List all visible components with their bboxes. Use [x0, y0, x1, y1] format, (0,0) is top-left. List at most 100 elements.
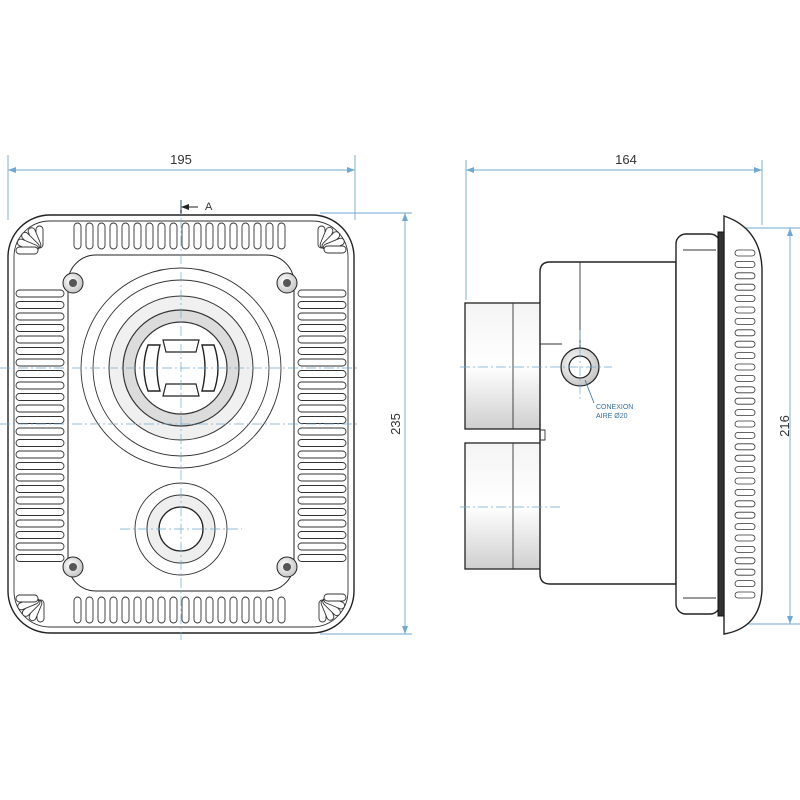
grille-slot [297, 312, 347, 321]
grille-slot [297, 450, 347, 459]
grille-slot [15, 427, 65, 436]
grille-slot [277, 596, 286, 624]
grille-slot [15, 439, 65, 447]
upper-pipe [464, 302, 544, 430]
grille-slot [297, 301, 347, 309]
grille-slot [297, 347, 347, 355]
depth-label: 164 [615, 152, 637, 167]
grille-slot [121, 596, 130, 624]
grille-slot [73, 596, 82, 624]
side-grille-slot [734, 431, 756, 439]
side-grille-slot [734, 249, 756, 257]
grille-slot [297, 485, 347, 493]
grille-slot [297, 542, 347, 551]
grille-slot [121, 222, 130, 250]
side-grille-slot [734, 352, 756, 360]
flange-label: 216 [777, 415, 792, 437]
grille-slot [323, 593, 347, 602]
section-label: A [205, 201, 213, 213]
grille-slot [157, 222, 166, 250]
side-grille-slot [734, 386, 756, 394]
side-grille-slot [734, 420, 756, 428]
side-grille-slot [734, 317, 756, 325]
grille-slot [15, 554, 65, 562]
front-center-lines [0, 200, 360, 640]
grille-slot [297, 358, 347, 367]
grille-slot [297, 416, 347, 424]
grille-slot [241, 222, 250, 250]
grille-slot [205, 222, 214, 250]
grille-slot [15, 358, 65, 367]
front-housing [675, 233, 721, 615]
grille-slot [297, 519, 347, 528]
grille-slot [15, 393, 65, 401]
grille-slot [193, 222, 202, 250]
grille-slot [15, 381, 65, 390]
side-grille-slot [734, 580, 756, 587]
side-center-lines [460, 330, 612, 508]
side-grille-slot [734, 488, 756, 496]
pipes [464, 302, 544, 570]
side-grille-slots [734, 249, 756, 599]
side-grille-slot [734, 340, 756, 348]
grille-slot [229, 222, 238, 250]
grille-slot [15, 416, 65, 424]
side-grille-slot [734, 283, 756, 291]
side-grille-slot [734, 534, 756, 542]
front-view: 195 235 A [0, 152, 412, 640]
grille-slot [15, 335, 65, 344]
note-line-2: AIRE Ø20 [596, 413, 628, 420]
grille-slot [181, 596, 190, 624]
grille-slot [205, 596, 214, 624]
grille-slot [15, 289, 65, 298]
grille-slot [169, 222, 178, 250]
grille-slot [297, 427, 347, 436]
grille-slot [297, 381, 347, 390]
side-grille-slot [734, 511, 756, 519]
screw-icon [276, 556, 298, 578]
grille-slot [15, 519, 65, 528]
depth-dimension: 164 [465, 152, 763, 300]
grille-slot [15, 301, 65, 309]
grille-slot [323, 245, 347, 254]
side-grille-slot [734, 295, 756, 303]
grille-slot [297, 508, 347, 516]
grille-slot [297, 462, 347, 470]
grille-slot [229, 596, 238, 624]
side-grille-slot [734, 477, 756, 485]
side-grille-slot [734, 374, 756, 382]
grille-slot [15, 450, 65, 459]
grille-slot [297, 370, 347, 378]
grille-slot [297, 554, 347, 562]
side-grille-slot [734, 260, 756, 268]
grille-slot [157, 596, 166, 624]
side-grille-slot [734, 568, 756, 576]
grille-slot [15, 404, 65, 413]
grille-slot [145, 596, 154, 624]
grille-slot [85, 222, 94, 250]
air-connection-note: CONEXION AIRE Ø20 [584, 379, 633, 420]
side-grille-slot [734, 329, 756, 337]
height-dimension: 235 [320, 212, 412, 635]
width-dimension: 195 [7, 152, 356, 220]
grille-slot [297, 393, 347, 401]
grille-slot [265, 596, 274, 624]
section-marker: A [180, 200, 213, 215]
grille-slot [297, 496, 347, 505]
grille-slot [297, 335, 347, 344]
grille-slot [241, 596, 250, 624]
grille-slot [15, 462, 65, 470]
grille-slot [193, 596, 202, 624]
side-grille-slot [734, 272, 756, 280]
side-grille-slot [734, 591, 756, 599]
grille-slot [15, 485, 65, 493]
note-line-1: CONEXION [596, 404, 633, 411]
grille-slot [15, 496, 65, 505]
grille-slot [253, 596, 262, 624]
side-grille-slot [734, 454, 756, 462]
grille-slot [181, 222, 190, 250]
screw-icon [62, 272, 84, 294]
height-label: 235 [388, 413, 403, 435]
grille-slot [85, 596, 94, 624]
side-grille-slot [734, 306, 756, 314]
